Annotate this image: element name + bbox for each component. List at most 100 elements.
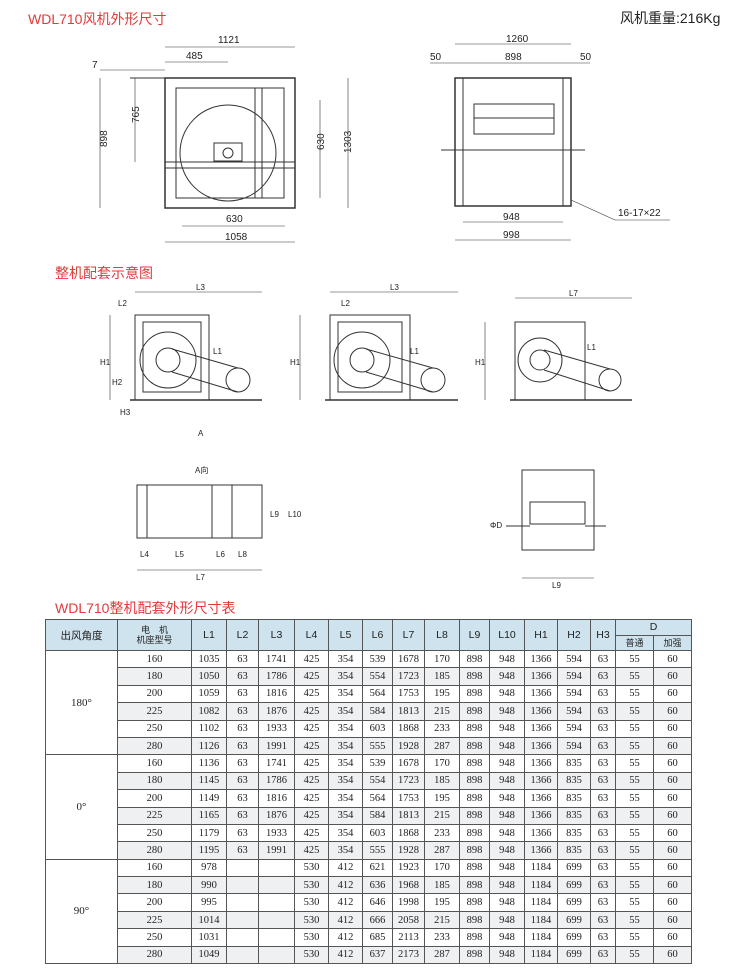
table-cell: 63 <box>226 789 259 808</box>
table-cell: 898 <box>459 789 490 808</box>
plan-view-a <box>136 484 263 571</box>
label-H1-b: H1 <box>290 358 301 367</box>
table-cell: 555 <box>362 736 393 756</box>
col-H3: H3 <box>590 619 616 651</box>
table-cell: 898 <box>459 945 490 965</box>
table-cell: 1184 <box>524 876 558 895</box>
table-cell: 2113 <box>392 928 425 947</box>
table-cell: 63 <box>590 806 616 825</box>
table-cell: 1678 <box>392 649 425 669</box>
table-cell: 835 <box>557 841 591 860</box>
table-cell: 564 <box>362 789 393 808</box>
table-cell: 699 <box>557 876 591 895</box>
col-L8: L8 <box>424 619 460 651</box>
table-cell: 1928 <box>392 841 425 860</box>
table-cell: 898 <box>459 754 490 773</box>
table-cell: 594 <box>557 649 591 669</box>
table-cell: 564 <box>362 684 393 704</box>
label-L3-b: L3 <box>390 283 399 292</box>
table-cell: 170 <box>424 649 460 669</box>
table-cell: 55 <box>615 928 654 947</box>
table-cell: 666 <box>362 910 393 930</box>
table-cell: 354 <box>328 667 363 686</box>
table-cell: 63 <box>226 667 259 686</box>
col-L6: L6 <box>362 619 393 651</box>
table-cell: 55 <box>615 702 654 721</box>
table-cell: 60 <box>653 684 692 704</box>
table-cell: 1366 <box>524 771 558 791</box>
table-cell: 948 <box>489 945 525 965</box>
table-cell: 530 <box>294 910 329 930</box>
table-cell: 1145 <box>191 771 227 791</box>
dim-1303: 1303 <box>343 130 354 153</box>
table-cell: 2173 <box>392 945 425 965</box>
table-cell: 1366 <box>524 823 558 843</box>
table-cell: 1933 <box>258 823 295 843</box>
table-cell: 1366 <box>524 754 558 773</box>
table-cell: 555 <box>362 841 393 860</box>
col-D-normal: 普通 <box>615 634 654 651</box>
table-cell: 63 <box>590 667 616 686</box>
table-cell: 280 <box>117 841 192 860</box>
table-cell: 354 <box>328 806 363 825</box>
table-cell: 948 <box>489 667 525 686</box>
table-cell: 185 <box>424 876 460 895</box>
label-H1-c: H1 <box>475 358 486 367</box>
table-cell: 60 <box>653 823 692 843</box>
table-cell: 699 <box>557 945 591 965</box>
table-cell: 530 <box>294 876 329 895</box>
table-cell: 699 <box>557 893 591 912</box>
table-cell: 948 <box>489 736 525 756</box>
table-cell: 948 <box>489 649 525 669</box>
label-L4: L4 <box>140 550 149 559</box>
table-cell: 354 <box>328 702 363 721</box>
dimension-table: 出风角度 电 机 机座型号 L1 L2 L3 L4 L5 L6 L7 L8 L9… <box>45 619 692 965</box>
table-cell: 250 <box>117 928 192 947</box>
table-cell: 594 <box>557 719 591 738</box>
table-cell: 948 <box>489 702 525 721</box>
table-cell: 412 <box>328 945 363 965</box>
table-cell: 425 <box>294 789 329 808</box>
table-cell: 699 <box>557 910 591 930</box>
dim-7: 7 <box>92 60 98 71</box>
table-cell: 55 <box>615 719 654 738</box>
table-cell <box>258 876 295 895</box>
table-cell: 63 <box>226 719 259 738</box>
dim-630-h: 630 <box>226 214 243 225</box>
label-H1-a: H1 <box>100 358 111 367</box>
col-motor: 电 机 机座型号 <box>117 619 192 651</box>
table-cell: 63 <box>590 928 616 947</box>
table-cell: 425 <box>294 823 329 843</box>
table-cell: 1998 <box>392 893 425 912</box>
table-cell: 412 <box>328 858 363 878</box>
table-cell: 636 <box>362 876 393 895</box>
table-cell: 1923 <box>392 858 425 878</box>
table-cell: 898 <box>459 841 490 860</box>
table-cell: 948 <box>489 789 525 808</box>
table-cell <box>226 876 259 895</box>
table-cell <box>258 858 295 878</box>
label-L7-c: L7 <box>569 289 578 298</box>
table-cell: 425 <box>294 754 329 773</box>
table-cell: 948 <box>489 858 525 878</box>
table-cell: 898 <box>459 736 490 756</box>
table-cell: 195 <box>424 684 460 704</box>
table-cell: 1366 <box>524 684 558 704</box>
table-cell: 948 <box>489 684 525 704</box>
table-cell: 1813 <box>392 702 425 721</box>
label-A-dir: A向 <box>195 465 208 475</box>
table-cell: 200 <box>117 893 192 912</box>
table-cell: 948 <box>489 910 525 930</box>
table-cell: 1366 <box>524 789 558 808</box>
table-cell: 225 <box>117 806 192 825</box>
table-cell: 1678 <box>392 754 425 773</box>
table-cell: 215 <box>424 806 460 825</box>
table-cell: 1366 <box>524 702 558 721</box>
